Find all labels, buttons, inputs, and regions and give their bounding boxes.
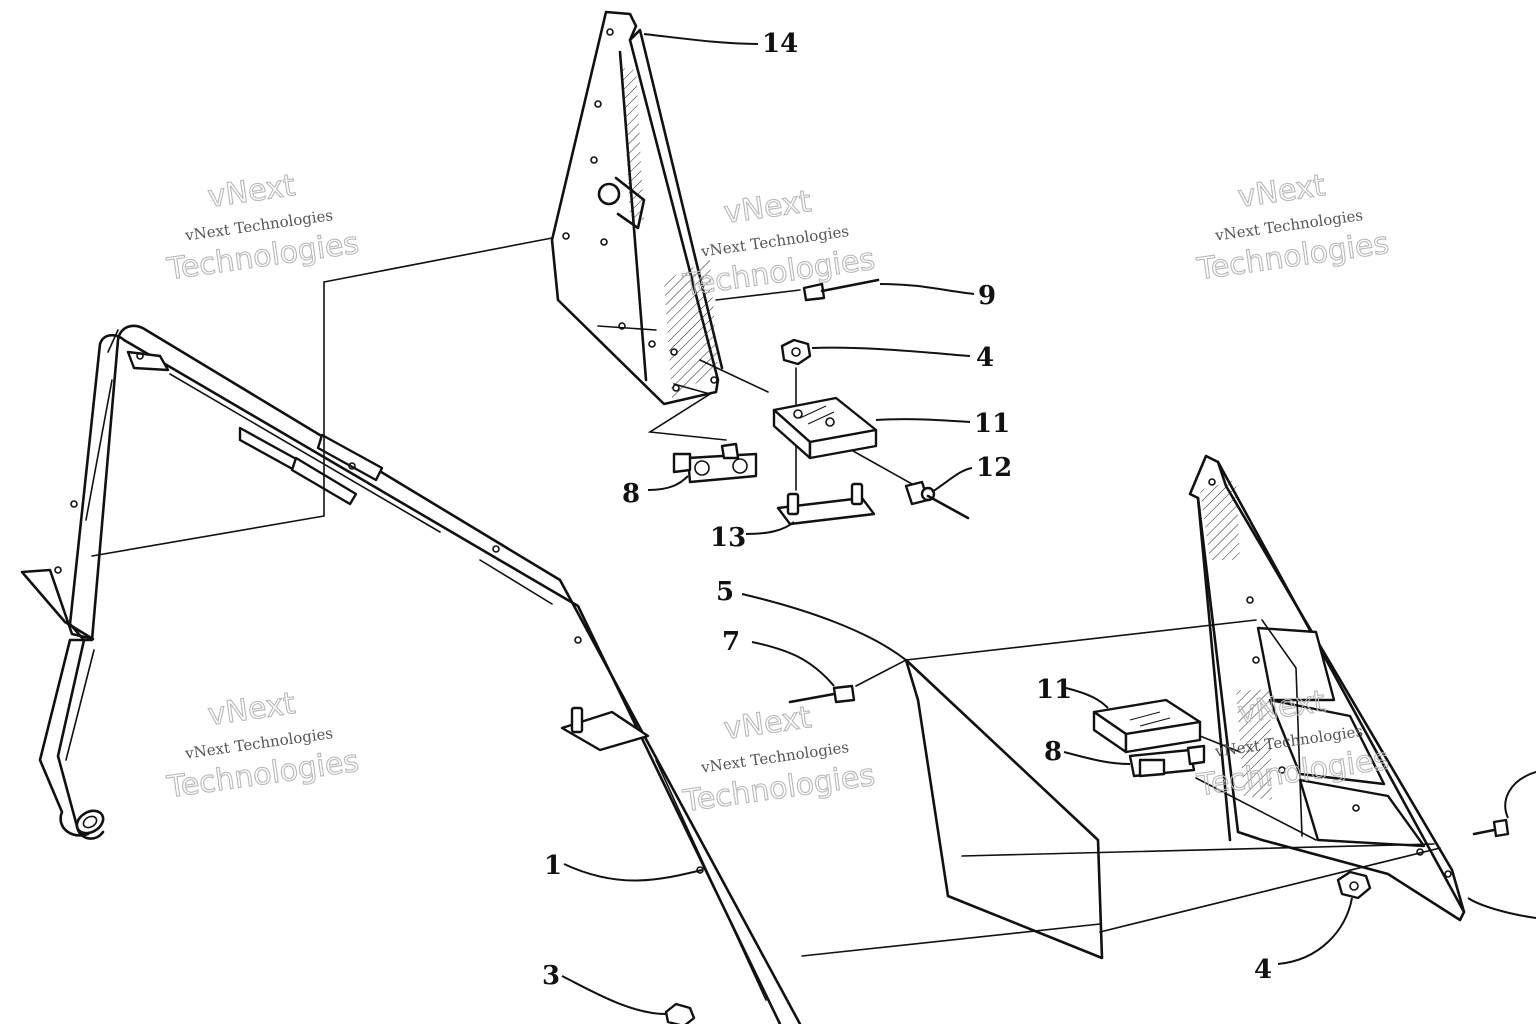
watermark-2: vNext vNext Technologies Technologies bbox=[680, 184, 878, 304]
side-panel-part-14 bbox=[550, 10, 724, 406]
callout-9: 9 bbox=[978, 281, 996, 311]
callout-3: 3 bbox=[542, 961, 560, 991]
mesh-screen-part-5 bbox=[904, 658, 1104, 960]
callout-11-low: 11 bbox=[1036, 675, 1072, 705]
callout-11-top: 11 bbox=[974, 409, 1010, 439]
callout-8-top: 8 bbox=[622, 479, 640, 509]
nut-part-4-low bbox=[1336, 870, 1372, 900]
watermark-4: vNext vNext Technologies Technologies bbox=[164, 686, 362, 806]
bumper-bar-part-1 bbox=[20, 324, 802, 1024]
callout-7: 7 bbox=[722, 627, 740, 657]
watermark-5: vNext vNext Technologies Technologies bbox=[680, 700, 878, 820]
svg-text:vNext: vNext bbox=[1236, 168, 1328, 215]
callout-13: 13 bbox=[710, 523, 746, 553]
rivet-part-9 bbox=[802, 278, 880, 302]
callout-14: 14 bbox=[762, 29, 798, 59]
watermark-1: vNext vNext Technologies Technologies bbox=[164, 168, 362, 288]
hardware bbox=[664, 278, 1536, 1024]
stud-plate-part-13 bbox=[776, 482, 876, 526]
callout-12: 12 bbox=[976, 453, 1012, 483]
svg-text:vNext: vNext bbox=[206, 168, 298, 215]
rivet-part-7 bbox=[788, 684, 856, 704]
alignment-lines bbox=[91, 237, 1441, 957]
leader-lines bbox=[561, 33, 1353, 1015]
stud-plate-part-8-top bbox=[672, 442, 758, 484]
callout-1: 1 bbox=[544, 851, 562, 881]
svg-text:vNext: vNext bbox=[722, 184, 814, 231]
pin-part-12 bbox=[904, 480, 970, 520]
bracket-part-11-top bbox=[772, 396, 878, 460]
callout-8-low: 8 bbox=[1044, 737, 1062, 767]
stud-plate-part-8-low bbox=[1128, 744, 1206, 778]
callouts: 14 9 4 11 12 8 13 5 7 11 8 1 3 4 bbox=[542, 29, 1272, 991]
side-panel-right bbox=[1188, 454, 1466, 922]
nut-part-3 bbox=[664, 1002, 696, 1024]
screw-right bbox=[1467, 771, 1536, 919]
callout-4-top: 4 bbox=[976, 343, 994, 373]
svg-text:vNext: vNext bbox=[206, 686, 298, 733]
callout-4-low: 4 bbox=[1254, 955, 1272, 985]
watermark-3: vNext vNext Technologies Technologies bbox=[1194, 168, 1392, 288]
callout-5: 5 bbox=[716, 577, 734, 607]
bracket-part-11-low bbox=[1092, 698, 1202, 754]
nut-part-4-top bbox=[780, 338, 812, 366]
svg-text:vNext: vNext bbox=[722, 700, 814, 747]
